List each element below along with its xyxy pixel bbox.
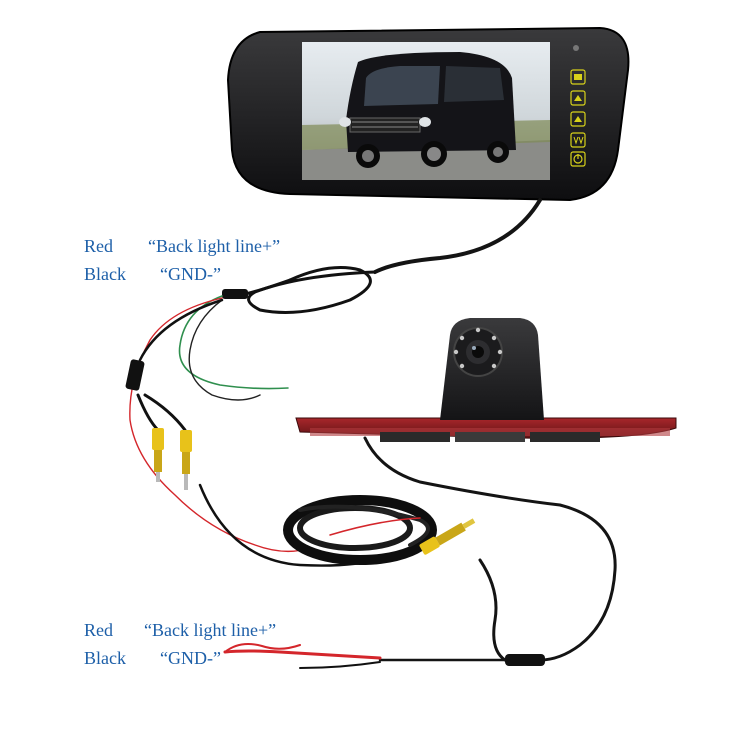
camera-housing: [440, 318, 544, 420]
monitor-screen: [302, 42, 550, 180]
cable-harness: [125, 198, 617, 669]
vol-icon: [570, 132, 586, 148]
bottom-red-label: Red: [84, 620, 113, 640]
power-icon: [570, 151, 586, 167]
van-image: [339, 52, 516, 168]
bottom-red-description: “Back light line+”: [144, 620, 277, 640]
rca-plug-left: [152, 428, 164, 482]
brake-light-camera: [295, 318, 677, 442]
top-red-description: “Back light line+”: [148, 236, 281, 256]
ir-sensor-icon: [573, 45, 579, 51]
rca-plug-right: [180, 430, 192, 490]
bottom-black-description: “GND-”: [160, 648, 221, 668]
rca-plugs: [152, 428, 476, 555]
bottom-black-label: Black: [84, 648, 126, 668]
monitor-buttons: [570, 45, 586, 167]
rca-plug-camera: [419, 518, 476, 555]
up-icon: [570, 111, 586, 127]
top-black-description: “GND-”: [160, 264, 221, 284]
menu-icon: [570, 69, 586, 85]
up-icon: [570, 90, 586, 106]
top-red-label: Red: [84, 236, 113, 256]
rearview-mirror-monitor: [226, 26, 630, 202]
top-black-label: Black: [84, 264, 126, 284]
